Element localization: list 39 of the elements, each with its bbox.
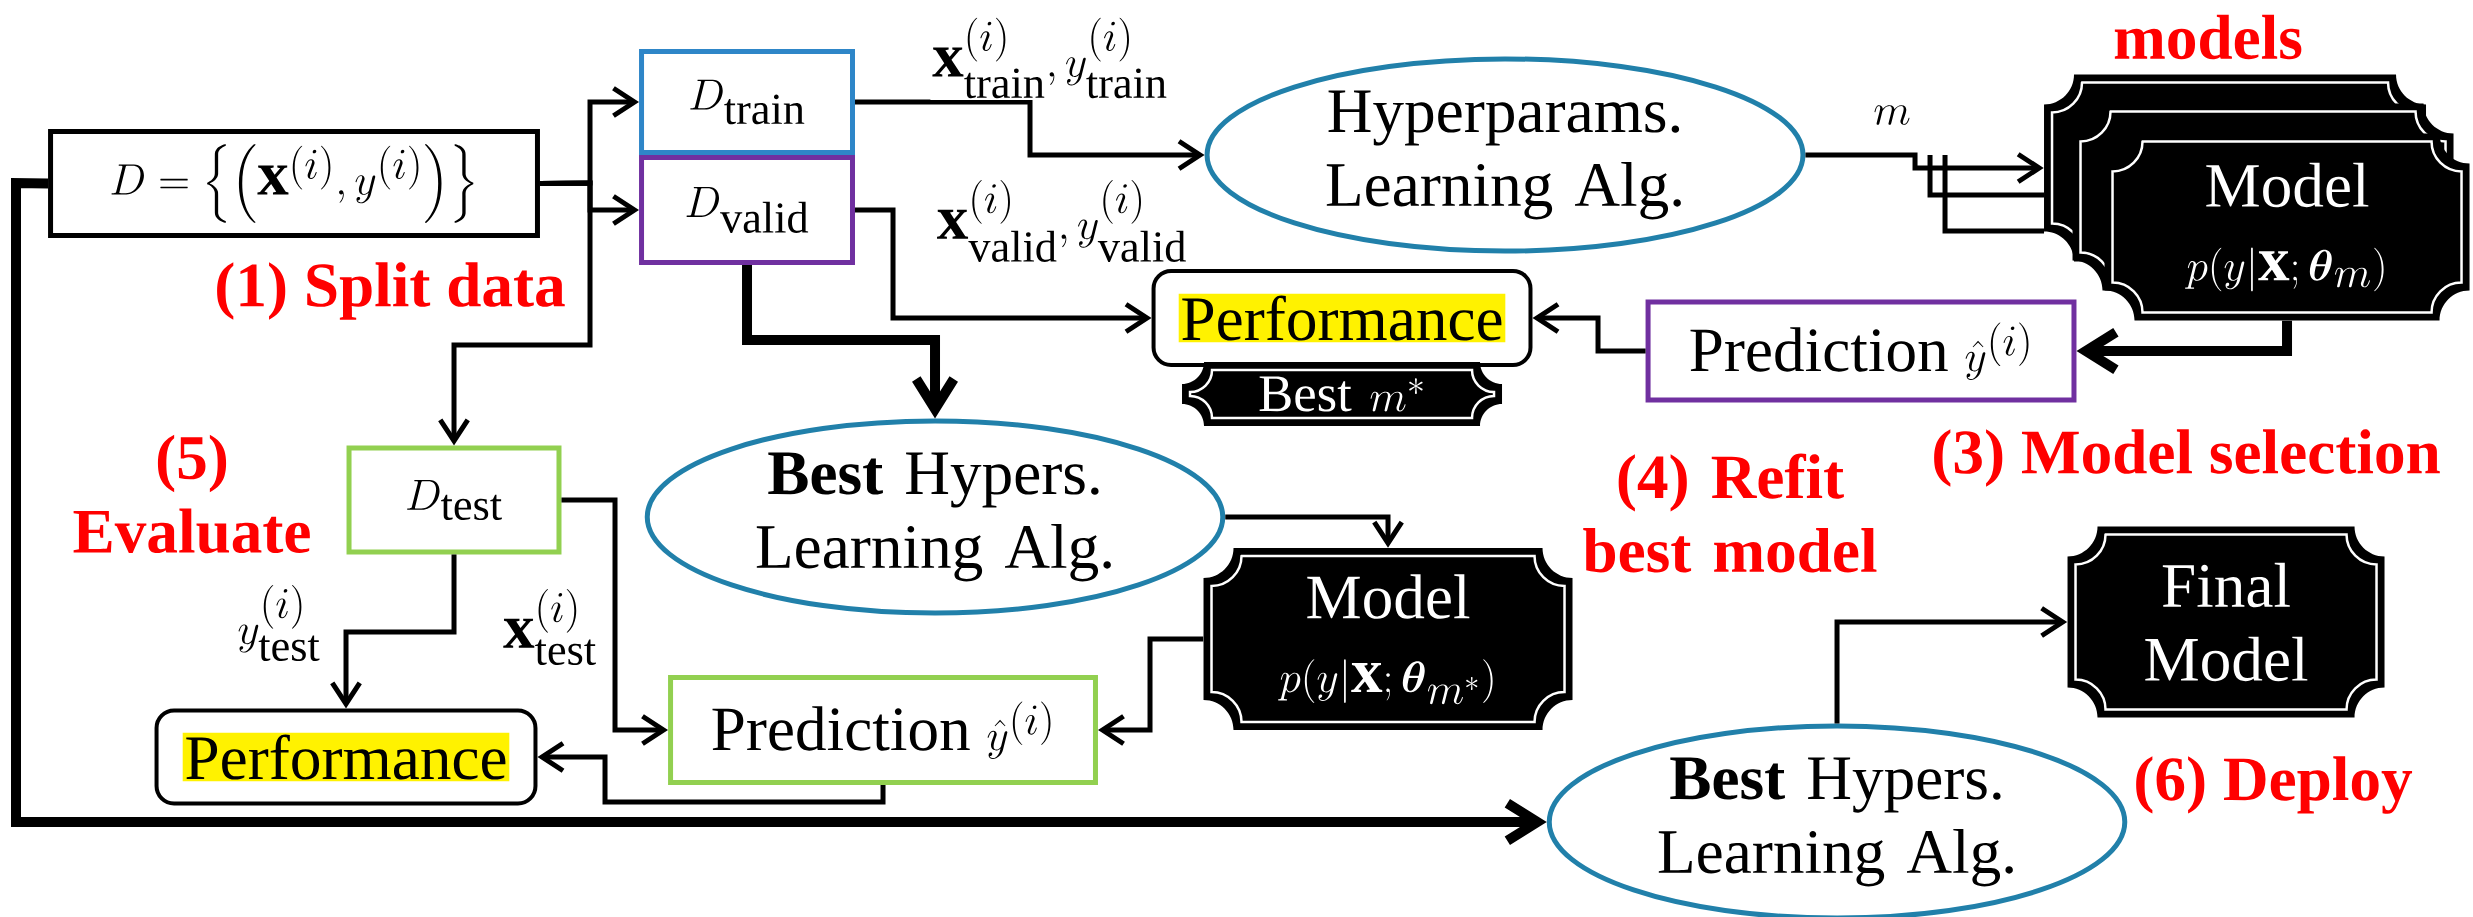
prediction-box: $\text{Prediction }\hat{y}^{(i)}$ <box>1645 299 2077 403</box>
arrow <box>1532 302 1646 354</box>
node-label: Model <box>2206 162 2369 208</box>
step-label: (5) Evaluate <box>73 434 310 554</box>
arrow <box>11 177 1547 845</box>
arrow <box>1225 514 1404 548</box>
model-card: Model $p(y|\mathbf{x};\boldsymbol{\theta}_{m^{*}})$ <box>1203 548 1573 730</box>
node-label: $p(y|\mathbf{x};\boldsymbol{\theta}_{m})$ <box>2185 247 2384 292</box>
arrow <box>742 265 958 419</box>
model-card: Model $p(y|\mathbf{x};\boldsymbol{\theta}_{m})$ <box>2104 133 2470 321</box>
edge-label: $\mathbf{x}_{\mathrm{valid}}^{(i)},y_{\mathrm{valid}}^{(i)}$ <box>935 178 1189 264</box>
arrow <box>1097 636 1204 746</box>
arrow <box>537 741 886 805</box>
arrow <box>561 497 669 746</box>
performance-box: Performance <box>154 708 538 806</box>
edge-label: $\mathbf{x}_{\mathrm{test}}^{(i)}$ <box>501 587 599 667</box>
arrow <box>330 554 457 709</box>
arrow <box>2076 320 2293 374</box>
step-label: (1) Split data <box>217 262 565 320</box>
arrow <box>438 180 593 446</box>
edge-label: $y_{\mathrm{test}}^{(i)}$ <box>235 583 323 663</box>
data-box: $D_{\mathrm{valid}}$ <box>639 155 855 265</box>
edge-label: $m$ <box>1871 103 1913 127</box>
edge-label: $\mathbf{x}_{\mathrm{train}}^{(i)},y_{\mathrm{train}}^{(i)}$ <box>930 16 1170 100</box>
arrow <box>1834 606 2068 724</box>
data-box: $D_{\mathrm{test}}$ <box>346 445 562 555</box>
arrow <box>1805 152 2044 184</box>
data-box: $D=\left\{\left(\mathbf{x}^{(i)},y^{(i)}\right)\right\}$ <box>48 129 540 238</box>
prediction-box: $\text{Prediction }\hat{y}^{(i)}$ <box>668 675 1098 785</box>
best-model-tag: $\text{Best }m^{*}$ <box>1182 362 1502 426</box>
data-box: $D_{\mathrm{train}}$ <box>639 49 855 155</box>
arrow <box>855 99 1205 171</box>
step-label: (3) Model selection <box>1934 429 2440 487</box>
performance-box: Performance <box>1151 269 1533 367</box>
step-label: (4) Refit best model <box>1583 453 1877 573</box>
step-label: (6) Deploy <box>2136 756 2413 814</box>
model-card: Final Model <box>2067 526 2385 718</box>
step-label: models <box>2114 14 2302 60</box>
arrow <box>855 207 1152 334</box>
